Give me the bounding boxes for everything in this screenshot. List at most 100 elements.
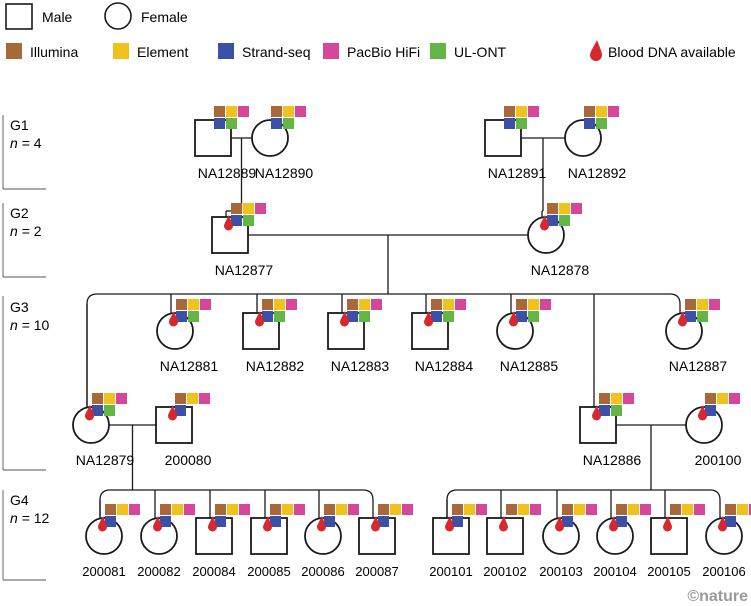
individual-label: 200086 bbox=[301, 564, 344, 579]
legend-strandseq-label: Strand-seq bbox=[242, 44, 310, 60]
ulont-data-icon bbox=[243, 215, 254, 226]
blood-drop-icon bbox=[208, 516, 217, 532]
individual-NA12882: NA12882 bbox=[242, 299, 305, 374]
generation-count: n = 4 bbox=[10, 135, 42, 151]
illumina-data-icon bbox=[347, 299, 358, 310]
illumina-data-icon bbox=[92, 393, 103, 404]
individual-label: NA12881 bbox=[160, 358, 219, 374]
illumina-data-icon bbox=[270, 504, 281, 515]
individual-label: NA12885 bbox=[500, 358, 559, 374]
legend-female-label: Female bbox=[141, 9, 188, 25]
element-data-icon bbox=[518, 504, 529, 515]
blood-drop-icon bbox=[424, 311, 433, 327]
blood-drop-icon bbox=[555, 516, 564, 532]
element-data-icon bbox=[611, 393, 622, 404]
strandseq-data-icon bbox=[271, 118, 282, 129]
ulont-data-icon bbox=[559, 215, 570, 226]
individual-200087: 200087 bbox=[355, 504, 413, 579]
individual-label: 200104 bbox=[593, 564, 636, 579]
element-data-icon bbox=[243, 203, 254, 214]
strandseq-data-icon bbox=[685, 311, 696, 322]
element-data-icon bbox=[104, 393, 115, 404]
individual-label: 200085 bbox=[247, 564, 290, 579]
blood-drop-icon bbox=[609, 516, 618, 532]
strandseq-data-icon bbox=[215, 516, 226, 527]
individual-200100: 200100 bbox=[685, 393, 742, 468]
illumina-data-icon bbox=[176, 299, 187, 310]
illumina-data-icon bbox=[262, 299, 273, 310]
individual-label: NA12879 bbox=[76, 452, 135, 468]
individual-NA12878: NA12878 bbox=[527, 203, 590, 278]
pacbio-data-icon bbox=[238, 106, 249, 117]
blood-drop-icon bbox=[663, 516, 672, 532]
illumina-data-icon bbox=[105, 504, 116, 515]
blood-drop-icon bbox=[509, 311, 518, 327]
individual-NA12886: NA12886 bbox=[579, 393, 642, 468]
individual-NA12889: NA12889 bbox=[194, 106, 256, 181]
legend-male-square-icon bbox=[5, 3, 33, 30]
individual-200104: 200104 bbox=[593, 504, 651, 579]
illumina-data-icon bbox=[599, 393, 610, 404]
legend-ulont-label: UL-ONT bbox=[454, 44, 507, 60]
legend-male-label: Male bbox=[42, 9, 73, 25]
individual-200103: 200103 bbox=[539, 504, 597, 579]
element-data-icon bbox=[528, 299, 539, 310]
individual-label: 200103 bbox=[539, 564, 582, 579]
generation-label: G2 bbox=[10, 205, 29, 221]
strandseq-data-icon bbox=[431, 311, 442, 322]
legend-element-label: Element bbox=[137, 44, 188, 60]
blood-drop-icon bbox=[678, 311, 687, 327]
strandseq-data-icon bbox=[378, 516, 389, 527]
legend-pacbio-swatch-icon bbox=[323, 43, 339, 59]
pacbio-data-icon bbox=[348, 504, 359, 515]
sibship-line bbox=[446, 489, 721, 520]
legend-pacbio-label: PacBio HiFi bbox=[347, 44, 420, 60]
element-data-icon bbox=[359, 299, 370, 310]
strandseq-data-icon bbox=[324, 516, 335, 527]
individual-label: 200101 bbox=[429, 564, 472, 579]
illumina-data-icon bbox=[324, 504, 335, 515]
ulont-data-icon bbox=[611, 405, 622, 416]
blood-drop-icon bbox=[592, 405, 601, 421]
pacbio-data-icon bbox=[200, 299, 211, 310]
strandseq-data-icon bbox=[504, 118, 515, 129]
strandseq-data-icon bbox=[599, 405, 610, 416]
pacbio-data-icon bbox=[476, 504, 487, 515]
individual-200084: 200084 bbox=[192, 504, 250, 579]
individual-NA12881: NA12881 bbox=[156, 299, 219, 374]
sibship-line bbox=[86, 293, 681, 409]
strandseq-data-icon bbox=[725, 516, 736, 527]
pacbio-data-icon bbox=[586, 504, 597, 515]
illumina-data-icon bbox=[231, 203, 242, 214]
individual-label: NA12892 bbox=[568, 165, 627, 181]
individual-label: NA12882 bbox=[246, 358, 305, 374]
element-data-icon bbox=[596, 106, 607, 117]
individual-label: NA12878 bbox=[531, 262, 590, 278]
pacbio-data-icon bbox=[571, 203, 582, 214]
pacbio-data-icon bbox=[540, 299, 551, 310]
element-data-icon bbox=[188, 299, 199, 310]
illumina-data-icon bbox=[705, 393, 716, 404]
generation-count: n = 2 bbox=[10, 223, 42, 239]
illumina-data-icon bbox=[271, 106, 282, 117]
element-data-icon bbox=[737, 504, 748, 515]
element-data-icon bbox=[717, 393, 728, 404]
individual-label: 200082 bbox=[137, 564, 180, 579]
element-data-icon bbox=[559, 203, 570, 214]
pacbio-data-icon bbox=[129, 504, 140, 515]
blood-drop-icon bbox=[317, 516, 326, 532]
legend-element-swatch-icon bbox=[113, 43, 129, 59]
individual-label: NA12886 bbox=[583, 452, 642, 468]
ulont-data-icon bbox=[104, 405, 115, 416]
male-square-icon bbox=[484, 119, 522, 157]
individual-200106: 200106 bbox=[702, 504, 751, 579]
generation-count: n = 12 bbox=[10, 510, 50, 526]
element-data-icon bbox=[282, 504, 293, 515]
blood-drop-icon bbox=[540, 215, 549, 231]
blood-drop-icon bbox=[153, 516, 162, 532]
pacbio-data-icon bbox=[528, 106, 539, 117]
pacbio-data-icon bbox=[694, 504, 705, 515]
element-data-icon bbox=[516, 106, 527, 117]
